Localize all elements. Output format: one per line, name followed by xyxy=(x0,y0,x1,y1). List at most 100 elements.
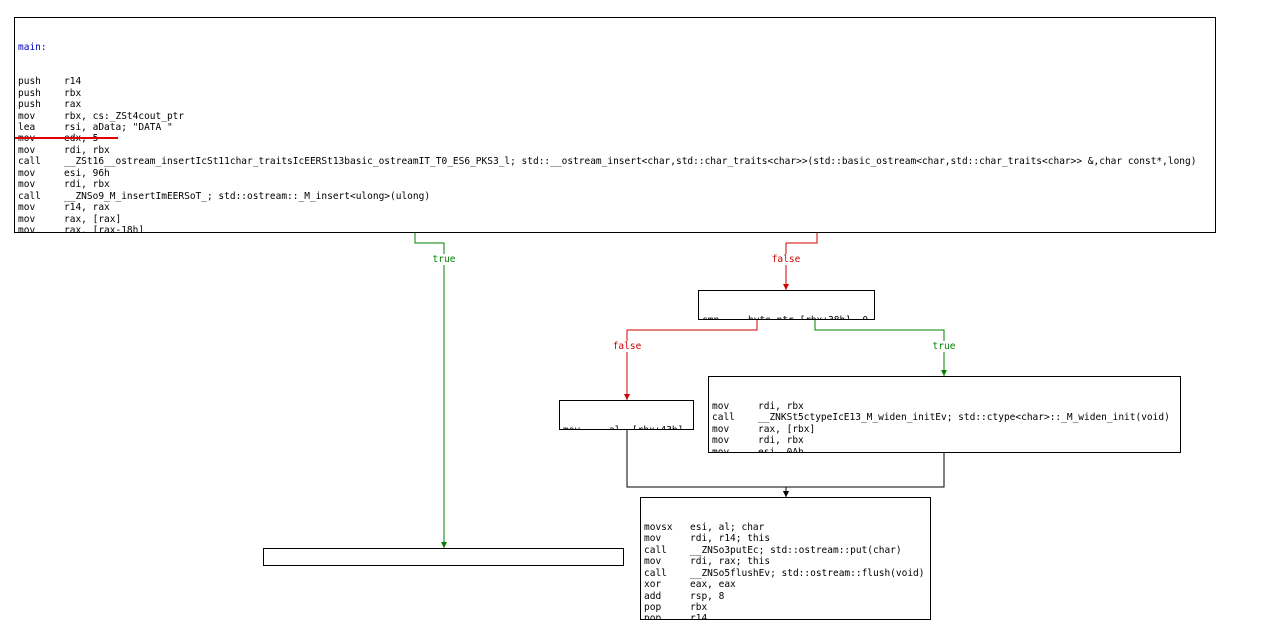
edge-cmp-to-widen xyxy=(814,320,945,376)
operands: byte ptr [rbx+38h], 0 xyxy=(748,315,868,319)
operands: rax, [rax-18h] xyxy=(64,224,145,233)
mnemonic: mov xyxy=(18,179,36,191)
instruction-list: cmpbyte ptr [rbx+38h], 0jzshort loc_130E xyxy=(702,315,874,319)
operands: rdi, rbx xyxy=(758,435,804,447)
operands: rsi, aData; "DATA " xyxy=(64,122,173,133)
operands: rax, [rax] xyxy=(64,213,122,225)
instruction-row[interactable]: call __ZNSo5flushEv; std::ostream::flush(… xyxy=(644,568,930,579)
mnemonic: mov xyxy=(18,133,64,144)
operands: esi, 0Ah xyxy=(758,446,804,453)
instruction-row[interactable]: push r14 xyxy=(18,76,1215,87)
operands: r14 xyxy=(690,613,708,620)
mnemonic: mov xyxy=(18,110,36,122)
mnemonic: add xyxy=(644,590,662,602)
basic-block-mov-al[interactable]: moval, [rbx+43h]jmpshort loc_1324 xyxy=(559,400,694,430)
mnemonic: call xyxy=(644,544,667,556)
operands: rbx, cs:_ZSt4cout_ptr xyxy=(64,110,185,122)
mnemonic: pop xyxy=(644,613,662,620)
edge-widen-to-tail xyxy=(785,453,945,497)
instruction-row[interactable]: push rax xyxy=(18,99,1215,110)
operands: rdi, rax; this xyxy=(690,556,771,568)
basic-block-put-flush-return[interactable]: movsx esi, al; char mov rdi, r14; this call _… xyxy=(640,497,931,620)
operands: esi, al; char xyxy=(690,521,765,533)
operands: rdi, rbx xyxy=(758,400,804,412)
arrowhead-cmp-to-widen xyxy=(941,370,947,376)
mnemonic: mov xyxy=(712,423,730,435)
instruction-row[interactable]: pop r14 xyxy=(644,613,930,620)
mnemonic: call xyxy=(712,412,735,424)
instruction-row[interactable]: push rbx xyxy=(18,88,1215,99)
mnemonic: push xyxy=(18,99,41,111)
mnemonic: mov xyxy=(712,446,730,453)
operands: __ZNSo9_M_insertImEERSoT_; std::ostream:… xyxy=(64,190,431,202)
mnemonic: call xyxy=(644,567,667,579)
edge-label-true: true xyxy=(431,254,457,265)
arrowhead-cmp-to-mov_al xyxy=(624,394,630,400)
operands: __ZNSo5flushEv; std::ostream::flush(void… xyxy=(690,567,925,579)
instruction-row[interactable]: call __ZNSo9_M_insertImEERSoT_; std::ostr… xyxy=(18,191,1215,202)
operands: rdi, r14; this xyxy=(690,533,771,545)
mnemonic: movsx xyxy=(644,521,673,533)
operands: rsp, 8 xyxy=(690,590,725,602)
instruction-row[interactable]: mov rbx, cs:_ZSt4cout_ptr xyxy=(18,111,1215,122)
instruction-row[interactable]: mov rax, [rax] xyxy=(18,214,1215,225)
operands: rbx xyxy=(690,601,708,613)
instruction-row[interactable]: cmpbyte ptr [rbx+38h], 0 xyxy=(702,315,874,319)
edge-main-to-cmp xyxy=(785,233,818,290)
mnemonic: push xyxy=(18,87,41,99)
mnemonic: mov xyxy=(563,425,609,429)
operands: rax, [rbx] xyxy=(758,423,816,435)
mnemonic: pop xyxy=(644,601,662,613)
mnemonic: mov xyxy=(18,213,36,225)
operands: __ZNKSt5ctypeIcE13_M_widen_initEv; std::… xyxy=(758,412,1170,424)
instruction-row[interactable]: pop rbx xyxy=(644,602,930,613)
instruction-row[interactable]: call __ZNKSt5ctypeIcE13_M_widen_initEv; s… xyxy=(712,412,1180,423)
operands: esi, 96h xyxy=(64,167,110,179)
arrowhead-main-to-cmp xyxy=(783,284,789,290)
instruction-row[interactable]: add rsp, 8 xyxy=(644,591,930,602)
mnemonic: push xyxy=(18,76,41,88)
basic-block-throw-bad-cast[interactable]: call__ZSt16__throw_bad_castv; std::__thr… xyxy=(263,548,624,566)
instruction-row[interactable]: call __ZNSo3putEc; std::ostream::put(char… xyxy=(644,545,930,556)
mnemonic: call xyxy=(18,190,41,202)
mnemonic: mov xyxy=(18,202,36,214)
mnemonic: call xyxy=(18,156,41,168)
instruction-row[interactable]: movsx esi, al; char xyxy=(644,522,930,533)
mnemonic: xor xyxy=(644,579,662,591)
instruction-row[interactable]: mov rdi, r14; this xyxy=(644,533,930,544)
operands: r14, rax xyxy=(64,202,110,214)
instruction-row[interactable]: moval, [rbx+43h] xyxy=(563,425,693,429)
instruction-row[interactable]: call __ZSt16__ostream_insertIcSt11char_tr… xyxy=(18,156,1215,167)
operands: __ZSt16__ostream_insertIcSt11char_traits… xyxy=(64,156,1197,168)
operands: r14 xyxy=(64,76,82,88)
basic-block-cmp[interactable]: cmpbyte ptr [rbx+38h], 0jzshort loc_130E xyxy=(698,290,875,320)
operands: rax xyxy=(64,99,82,111)
instruction-row[interactable]: mov rdi, rax; this xyxy=(644,556,930,567)
operands: rdi, rbx xyxy=(64,179,110,191)
mnemonic: cmp xyxy=(702,315,748,319)
instruction-row[interactable]: mov rdi, rbx xyxy=(18,179,1215,190)
operands: __ZNSo3putEc; std::ostream::put(char) xyxy=(690,544,902,556)
mnemonic: mov xyxy=(644,533,662,545)
mnemonic: mov xyxy=(644,556,662,568)
instruction-list: movsx esi, al; char mov rdi, r14; this call _… xyxy=(644,522,930,620)
edge-main-to-throw xyxy=(414,233,445,548)
edge-label-false: false xyxy=(611,341,643,352)
instruction-row[interactable]: movedx, 5 xyxy=(18,133,1215,144)
operands: rbx xyxy=(64,87,82,99)
mnemonic: mov xyxy=(18,144,36,156)
instruction-row[interactable]: mov esi, 0Ah xyxy=(712,446,1180,453)
instruction-row[interactable]: mov r14, rax xyxy=(18,202,1215,213)
instruction-row[interactable]: mov rax, [rbx] xyxy=(712,424,1180,435)
